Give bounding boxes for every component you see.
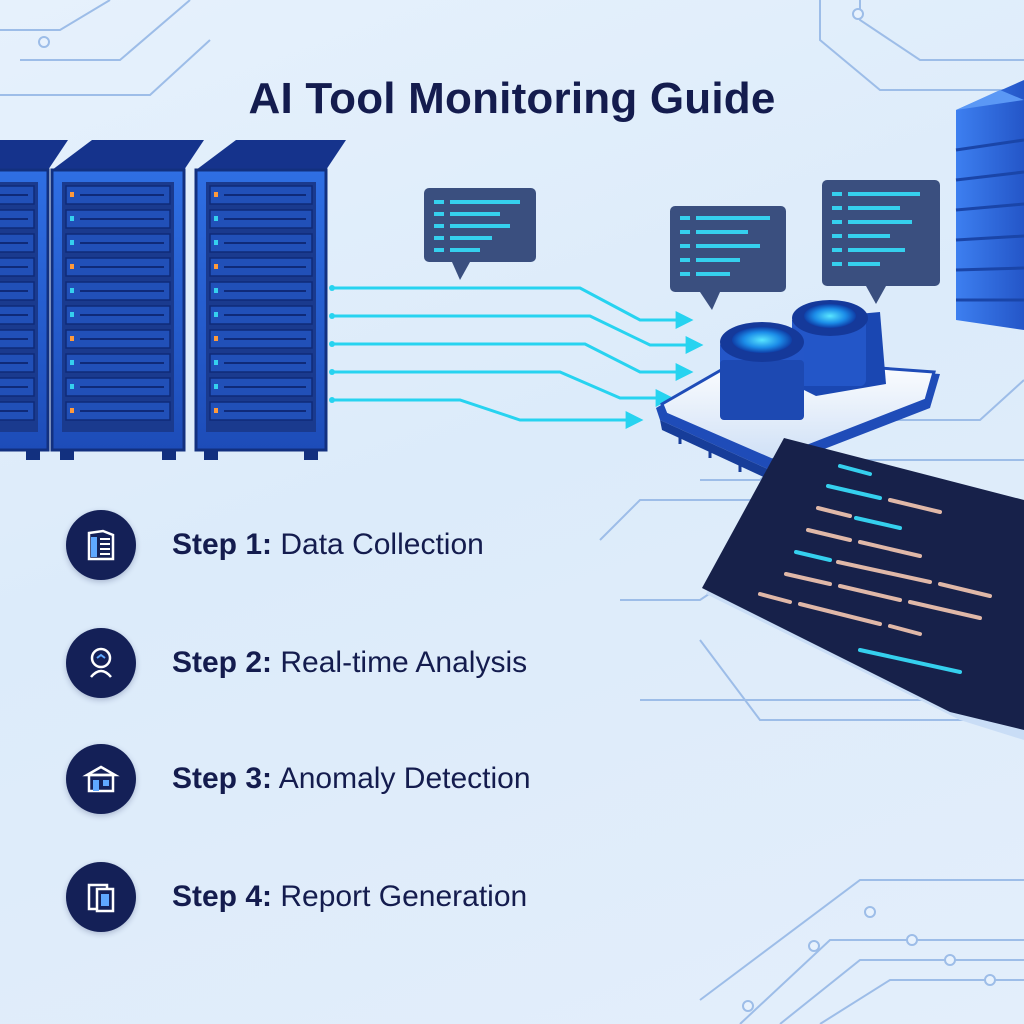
chip-front (720, 322, 804, 420)
step-2-text: Step 2: Real-time Analysis (172, 646, 527, 680)
step-3-number: Step 3: (172, 762, 273, 795)
step-1-number: Step 1: (172, 528, 273, 561)
server-stack-right (955, 80, 1024, 330)
report-icon (66, 862, 136, 932)
chip-back (792, 300, 886, 396)
step-3-text: Step 3: Anomaly Detection (172, 762, 531, 796)
step-3: Step 3: Anomaly Detection (66, 744, 531, 814)
log-bubble-3 (822, 180, 940, 304)
step-3-label: Anomaly Detection (278, 762, 531, 795)
step-2-label: Real-time Analysis (280, 646, 528, 679)
step-1-label: Data Collection (280, 528, 484, 561)
step-2: Step 2: Real-time Analysis (66, 628, 527, 698)
server-racks (0, 140, 346, 460)
log-bubble-2 (670, 206, 786, 310)
analyst-icon (66, 628, 136, 698)
server-rack-1 (0, 140, 68, 460)
step-1-text: Step 1: Data Collection (172, 528, 484, 562)
step-4-label: Report Generation (280, 880, 528, 913)
log-bubble-1 (424, 188, 536, 280)
server-rack-2 (50, 140, 204, 460)
terminal-screen (702, 438, 1024, 740)
step-4-number: Step 4: (172, 880, 273, 913)
processing-unit (656, 300, 940, 480)
detection-station-icon (66, 744, 136, 814)
page-title: AI Tool Monitoring Guide (248, 74, 776, 123)
step-1: Step 1: Data Collection (66, 510, 484, 580)
step-4-text: Step 4: Report Generation (172, 880, 527, 914)
step-2-number: Step 2: (172, 646, 273, 679)
flow-arrow-origins (329, 285, 335, 403)
document-icon (66, 510, 136, 580)
data-flow-arrows (330, 286, 704, 429)
server-rack-3 (194, 140, 346, 460)
circuit-nodes (38, 8, 996, 1012)
step-4: Step 4: Report Generation (66, 862, 527, 932)
